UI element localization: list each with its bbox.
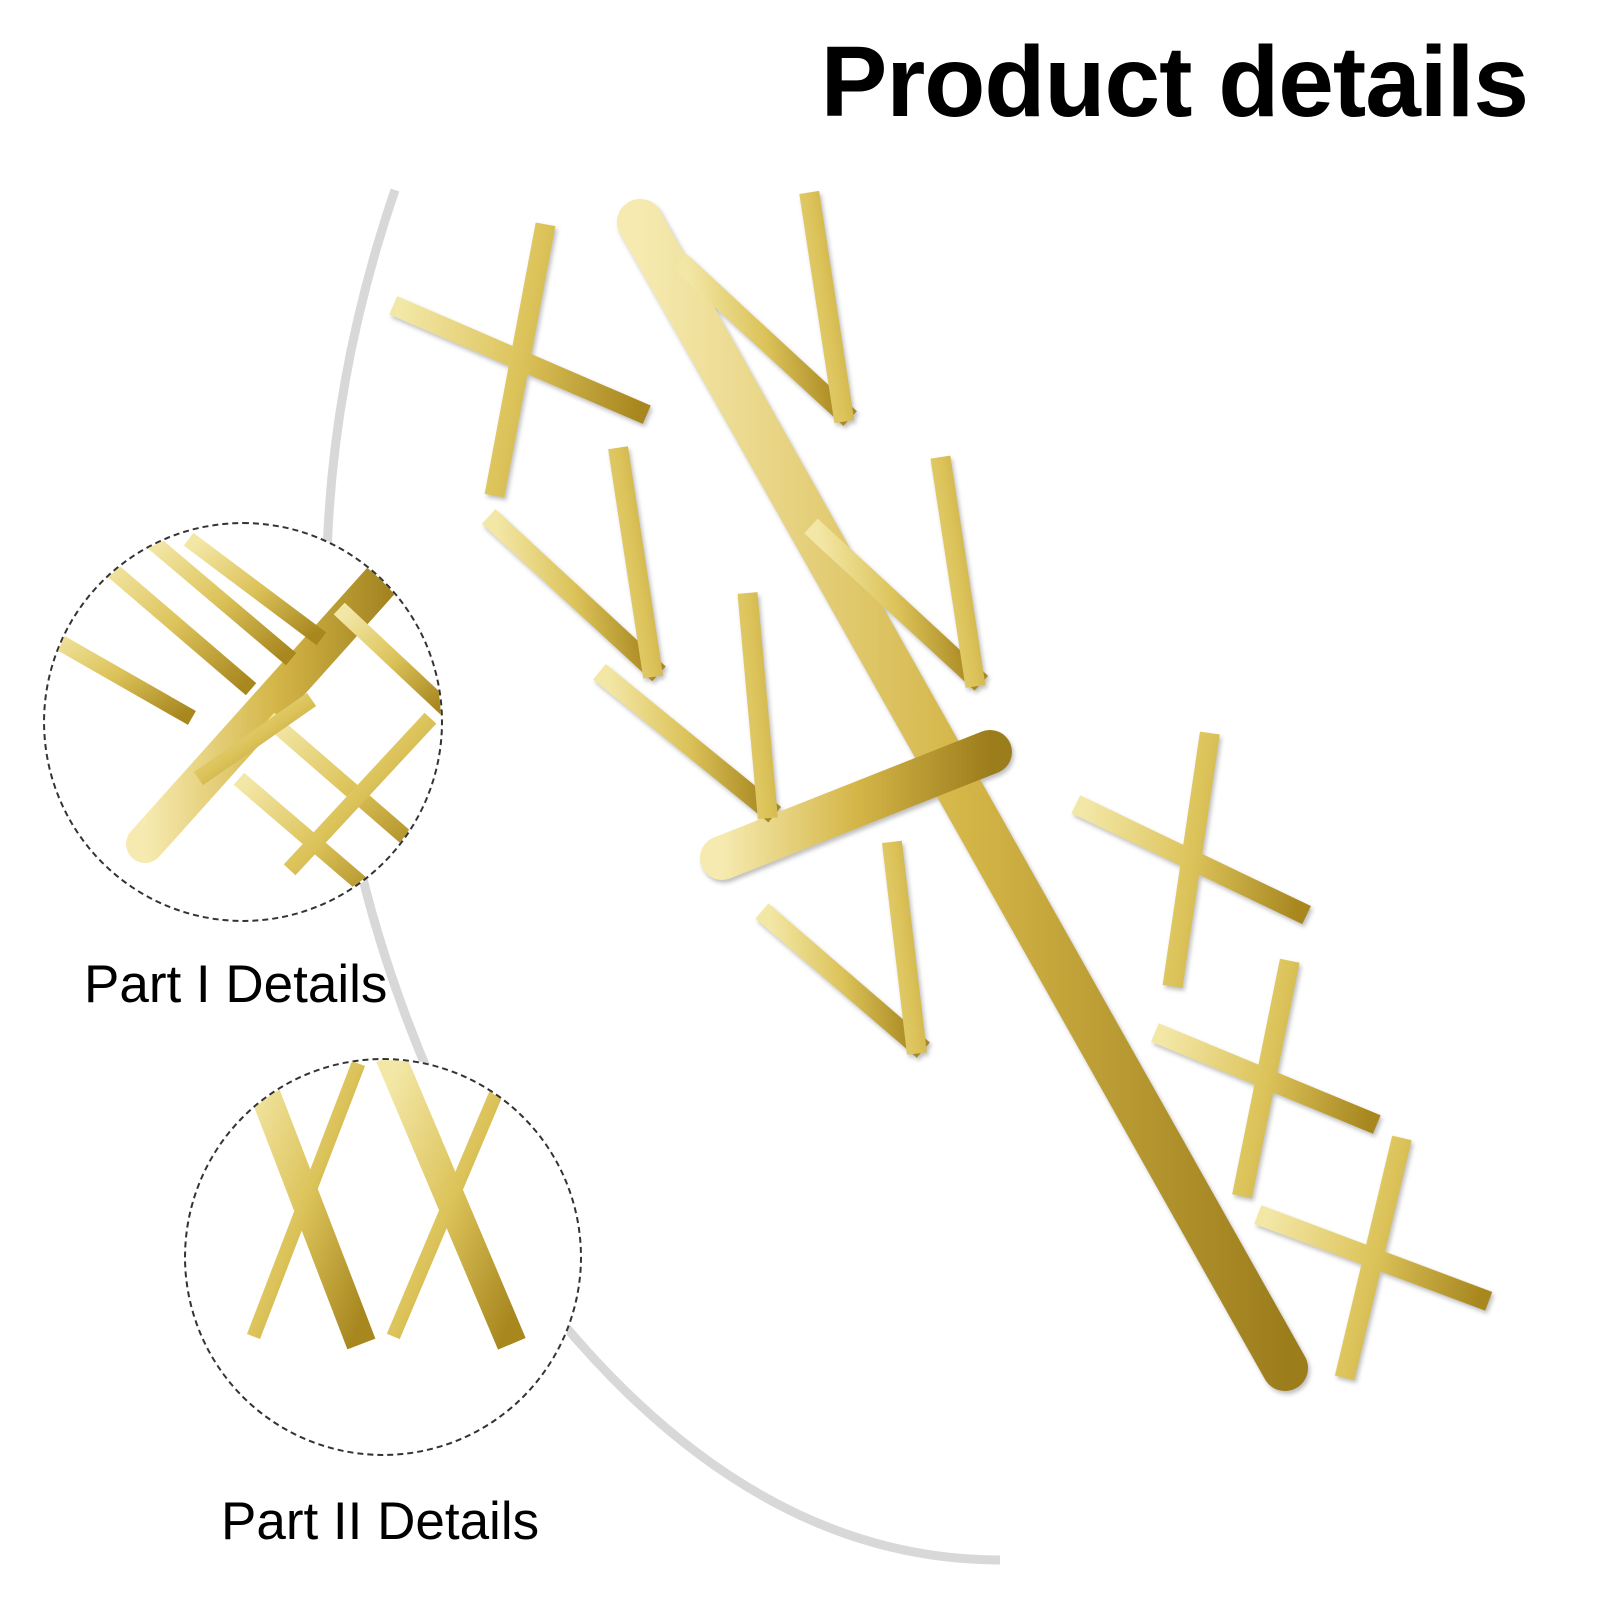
part-2-caption: Part II Details <box>221 1492 540 1551</box>
page-title: Product details <box>820 26 1529 138</box>
part-1-detail-photo <box>45 532 441 916</box>
numeral-sprue-set <box>362 151 1520 1545</box>
part-2-detail-circle <box>184 1058 582 1456</box>
part-1-detail-circle <box>43 522 443 922</box>
part-1-caption: Part I Details <box>84 955 388 1014</box>
part-2-detail-photo <box>215 1060 567 1350</box>
